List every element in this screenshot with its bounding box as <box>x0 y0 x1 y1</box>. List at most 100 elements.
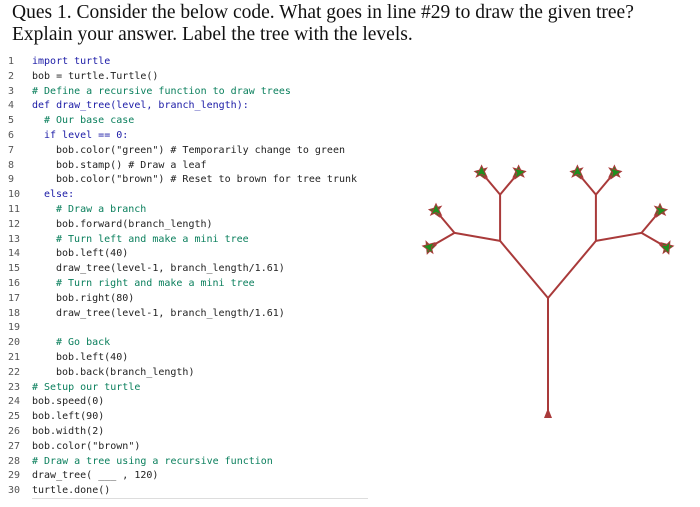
line-number: 19 <box>8 322 21 334</box>
tree-leaf-5 <box>475 164 488 178</box>
line-number: 11 <box>8 203 21 215</box>
code-text: turtle.done() <box>32 485 111 497</box>
line-number: 5 <box>8 115 15 127</box>
line-number: 20 <box>8 337 21 349</box>
line-number: 28 <box>8 455 21 467</box>
line-number: 27 <box>8 440 21 452</box>
line-number: 4 <box>8 100 15 112</box>
code-text: bob.forward(branch_length) <box>56 218 213 230</box>
tree-leaf-7 <box>512 167 527 180</box>
code-line: 13 # Turn left and make a mini tree <box>8 233 378 248</box>
code-text: draw_tree(level-1, branch_length/1.61) <box>56 263 285 275</box>
tree-leaf-11 <box>608 167 623 180</box>
line-number: 16 <box>8 277 21 289</box>
line-number: 8 <box>8 159 15 171</box>
code-text: # Setup our turtle <box>32 381 141 393</box>
code-line: 3 # Define a recursive function to draw t… <box>8 85 378 100</box>
line-number: 22 <box>8 366 21 378</box>
line-number: 26 <box>8 425 21 437</box>
code-line: 24 bob.speed(0) <box>8 395 378 410</box>
code-text: # Define a recursive function to draw tr… <box>32 85 291 97</box>
code-line: 1 import turtle <box>8 55 378 70</box>
tree-leaf-3 <box>429 202 443 217</box>
code-line: 28 # Draw a tree using a recursive functi… <box>8 455 378 470</box>
tree-leaf-13 <box>653 205 669 218</box>
tree-branch-8 <box>547 240 597 299</box>
code-text: import turtle <box>32 56 111 67</box>
line-number: 14 <box>8 248 21 260</box>
code-text: bob.width(2) <box>32 425 105 437</box>
code-line: 8 bob.stamp() # Draw a leaf <box>8 159 378 174</box>
code-text: # Go back <box>56 337 111 349</box>
tree-drawing <box>421 164 675 418</box>
code-line: 25 bob.left(90) <box>8 410 378 425</box>
code-line: 18 draw_tree(level-1, branch_length/1.61) <box>8 307 378 322</box>
code-text: bob.left(40) <box>56 351 129 363</box>
code-text: bob.right(80) <box>56 292 135 304</box>
code-text: # Our base case <box>44 115 135 127</box>
code-text: # Draw a branch <box>56 203 147 215</box>
tree-branch-12 <box>595 231 642 242</box>
code-text: # Turn right and make a mini tree <box>56 277 255 289</box>
code-line: 14 bob.left(40) <box>8 247 378 262</box>
tree-leaf-15 <box>658 240 671 255</box>
question-text: Ques 1. Consider the below code. What go… <box>12 2 692 46</box>
line-number: 21 <box>8 351 21 363</box>
line-number: 30 <box>8 485 21 497</box>
code-line: 23 # Setup our turtle <box>8 381 378 396</box>
tree-leaf-9 <box>571 164 584 178</box>
code-text: # Turn left and make a mini tree <box>56 233 249 245</box>
code-text: bob.color("green") # Temporarily change … <box>56 144 345 156</box>
line-number: 12 <box>8 218 21 230</box>
code-text: draw_tree(level-1, branch_length/1.61) <box>56 307 285 319</box>
code-text: bob.stamp() # Draw a leaf <box>56 159 207 171</box>
line-number: 2 <box>8 70 15 82</box>
code-line: 6 if level == 0: <box>8 129 378 144</box>
code-text: bob.speed(0) <box>32 396 105 408</box>
line-number: 23 <box>8 381 21 393</box>
code-text: bob.back(branch_length) <box>56 366 195 378</box>
code-line: 26 bob.width(2) <box>8 425 378 440</box>
tree-leaf-1 <box>421 241 436 255</box>
code-text: bob.color("brown") # Reset to brown for … <box>56 174 358 186</box>
line-number: 24 <box>8 396 21 408</box>
code-line: 29 draw_tree( ___ , 120) <box>8 469 378 484</box>
line-number: 18 <box>8 307 21 319</box>
code-text: def draw_tree(level, branch_length): <box>32 100 249 112</box>
code-line: 4 def draw_tree(level, branch_length): <box>8 99 378 114</box>
line-number: 25 <box>8 411 21 423</box>
code-text: bob.left(40) <box>56 248 129 260</box>
code-text: bob.left(90) <box>32 411 105 423</box>
line-number: 3 <box>8 85 15 97</box>
code-line: 20 # Go back <box>8 336 378 351</box>
line-number: 13 <box>8 233 21 245</box>
line-number: 29 <box>8 470 21 482</box>
code-line: 11 # Draw a branch <box>8 203 378 218</box>
code-line: 30 turtle.done() <box>8 484 378 499</box>
code-line: 12 bob.forward(branch_length) <box>8 218 378 233</box>
code-line: 10 else: <box>8 188 378 203</box>
code-line: 21 bob.left(40) <box>8 351 378 366</box>
code-text: else: <box>44 189 75 201</box>
code-line: 7 bob.color("green") # Temporarily change… <box>8 144 378 159</box>
question-line-2: Explain your answer. Label the tree with… <box>12 24 413 45</box>
code-line: 22 bob.back(branch_length) <box>8 366 378 381</box>
line-number: 10 <box>8 189 21 201</box>
code-text: draw_tree( ___ , 120) <box>32 470 159 482</box>
tree-branch-1 <box>499 240 549 299</box>
line-number: 7 <box>8 144 15 156</box>
line-number: 1 <box>8 56 15 67</box>
code-line: 19 <box>8 321 378 336</box>
code-text: if level == 0: <box>44 129 129 141</box>
turtle-arrow-icon <box>544 408 552 418</box>
code-line: 5 # Our base case <box>8 114 378 129</box>
tree-branch-2 <box>454 231 501 242</box>
line-number: 6 <box>8 129 15 141</box>
code-text: # Draw a tree using a recursive function <box>32 455 273 467</box>
